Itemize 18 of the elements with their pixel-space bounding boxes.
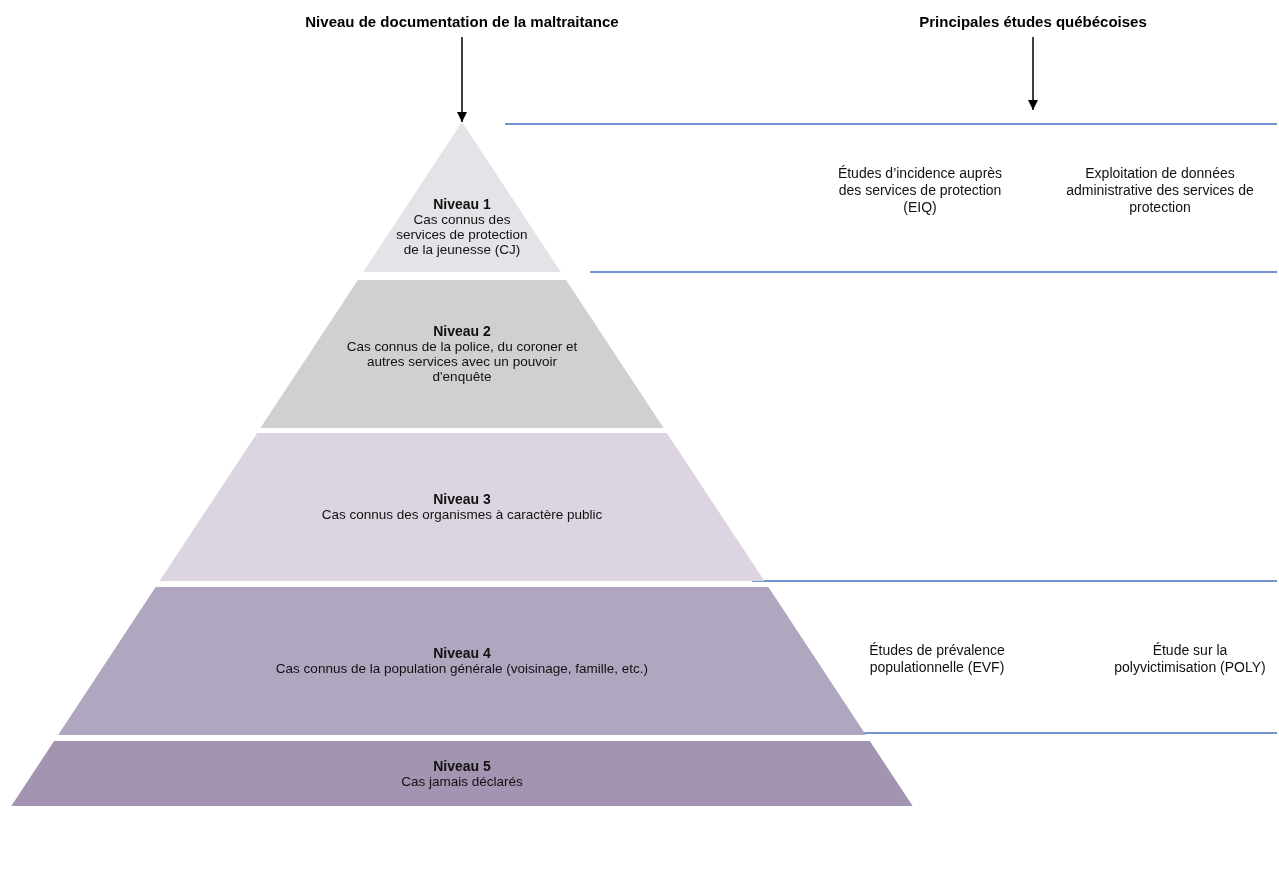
column-heading: Principales études québécoises <box>919 13 1147 31</box>
arrow <box>1027 36 1039 111</box>
level-title: Niveau 5 <box>433 757 491 774</box>
level-title: Niveau 1 <box>433 196 491 212</box>
level-title: Niveau 4 <box>433 645 491 661</box>
level-description: Cas jamais déclarés <box>400 773 524 789</box>
study-label: Études d’incidence auprès des services de protection (EIQ) <box>832 165 1008 216</box>
study-label: Étude sur la polyvictimisation (POLY) <box>1100 642 1279 676</box>
level-description: Cas connus de la population générale (voisinage, famille, etc.) <box>274 661 650 676</box>
level-title: Niveau 2 <box>433 323 491 339</box>
study-label: Exploitation de données administrative des services de protection <box>1065 165 1255 216</box>
column-heading: Niveau de documentation de la maltraitance <box>305 13 619 31</box>
level-title: Niveau 3 <box>433 491 491 507</box>
level-description: Cas connus des services de protection de la jeunesse (CJ) <box>395 212 529 257</box>
arrow <box>456 36 468 123</box>
level-description: Cas connus de la police, du coroner et autres services avec un pouvoir d'enquête <box>345 339 579 384</box>
study-label: Études de prévalence populationnelle (EVF) <box>842 642 1032 676</box>
level-description: Cas connus des organismes à caractère public <box>320 507 604 522</box>
